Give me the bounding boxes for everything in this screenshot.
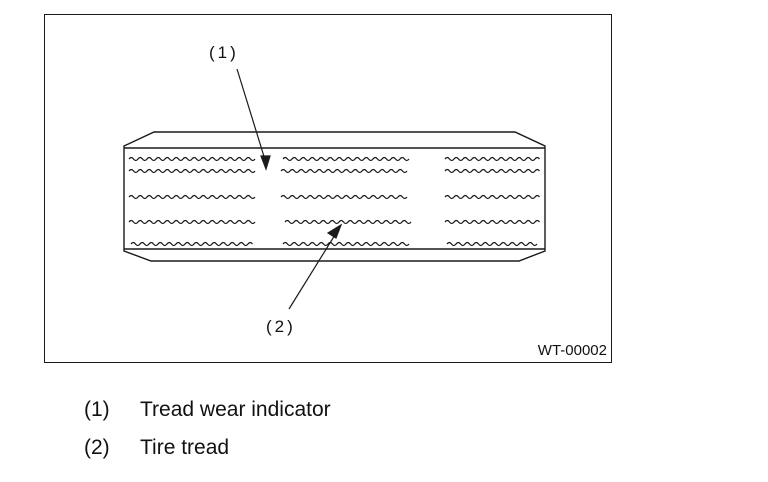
legend-item: (2) Tire tread bbox=[84, 436, 229, 460]
legend-item-number: (1) bbox=[84, 398, 110, 421]
legend-item-number: (2) bbox=[84, 436, 110, 459]
figure-frame: (1) (2) WT-00002 bbox=[44, 14, 612, 363]
tire-outline bbox=[123, 131, 546, 262]
leader-lines bbox=[236, 68, 343, 310]
tread-groove bbox=[444, 219, 540, 225]
tread-groove bbox=[280, 194, 408, 200]
tread-groove bbox=[282, 241, 410, 247]
tire-body bbox=[123, 131, 546, 262]
leader-arrow-2 bbox=[326, 223, 343, 239]
tread-groove bbox=[444, 194, 540, 200]
tread-groove bbox=[130, 241, 253, 247]
tread-groove bbox=[128, 168, 256, 174]
tread-groove bbox=[280, 168, 408, 174]
legend-item: (1) Tread wear indicator bbox=[84, 398, 331, 422]
figure-code: WT-00002 bbox=[537, 342, 607, 359]
legend-item-text: Tread wear indicator bbox=[140, 398, 331, 421]
callout-label-1: (1) bbox=[209, 43, 239, 62]
tread-groove bbox=[284, 219, 412, 225]
tread-groove bbox=[444, 156, 540, 162]
leader-line-1 bbox=[236, 68, 267, 164]
tread-groove bbox=[282, 156, 410, 162]
legend-item-text: Tire tread bbox=[140, 436, 230, 459]
tread-grooves bbox=[128, 156, 540, 247]
tread-groove bbox=[128, 194, 256, 200]
callout-label-2: (2) bbox=[266, 317, 296, 336]
tread-groove bbox=[128, 219, 256, 225]
leader-arrow-1 bbox=[260, 155, 271, 171]
tread-groove bbox=[128, 156, 256, 162]
tread-groove bbox=[446, 241, 538, 247]
tread-groove bbox=[444, 168, 540, 174]
tire-tread-diagram bbox=[123, 68, 546, 310]
leader-line-2 bbox=[288, 229, 339, 310]
